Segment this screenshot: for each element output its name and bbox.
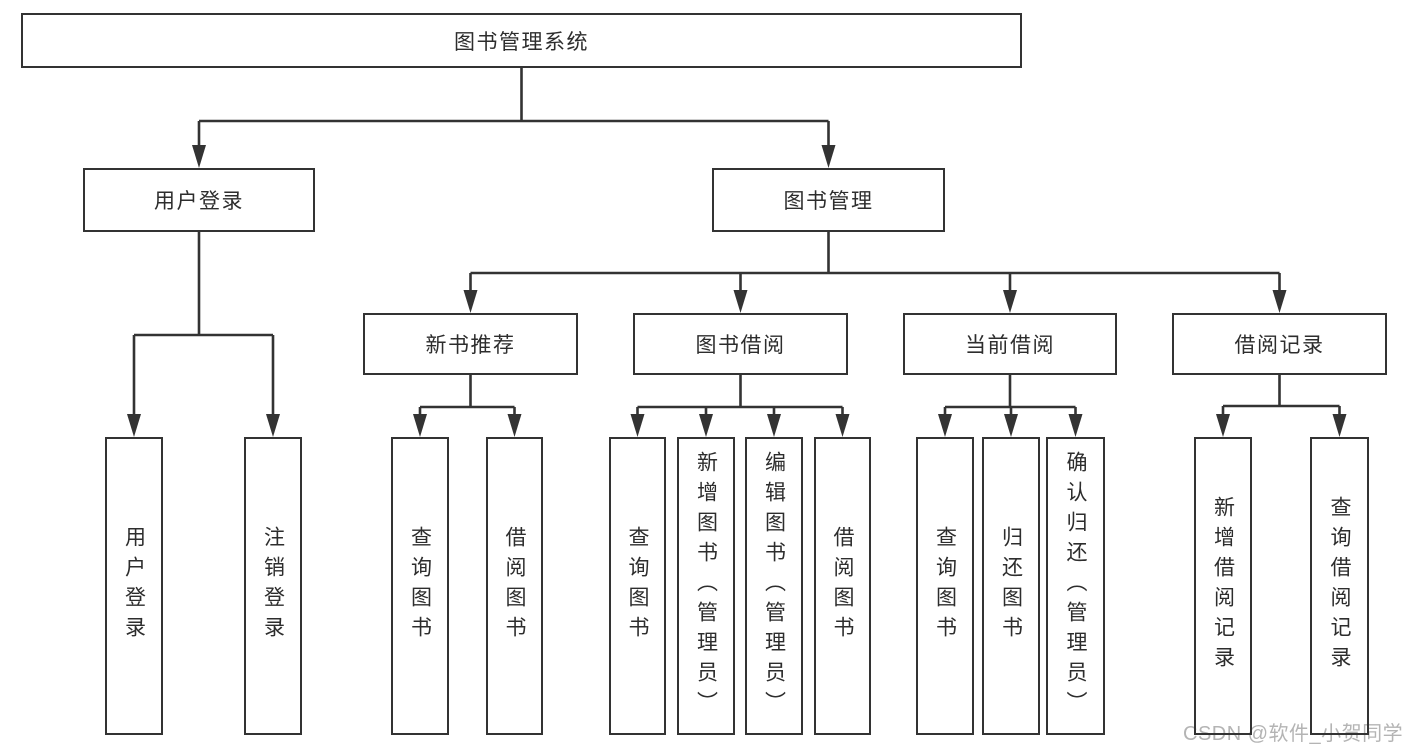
arrowhead-icon xyxy=(127,414,141,437)
leaf-query-books-borrowing: 查询图书 xyxy=(609,437,666,735)
arrowhead-icon xyxy=(1003,290,1017,313)
leaf-confirm-return-admin: 确认归还（管理员） xyxy=(1046,437,1105,735)
leaf-add-borrow-record-label: 新增借阅记录 xyxy=(1211,496,1235,676)
leaf-confirm-return-admin-label: 确认归还（管理员） xyxy=(1064,451,1087,721)
leaf-borrow-books: 借阅图书 xyxy=(814,437,871,735)
leaf-add-borrow-record: 新增借阅记录 xyxy=(1194,437,1252,735)
leaf-query-books-recommend: 查询图书 xyxy=(391,437,449,735)
node-book-borrowing: 图书借阅 xyxy=(633,313,848,375)
arrowhead-icon xyxy=(266,414,280,437)
arrowhead-icon xyxy=(699,414,713,437)
leaf-logout: 注销登录 xyxy=(244,437,302,735)
arrowhead-icon xyxy=(821,145,836,168)
connector-path xyxy=(132,68,1341,432)
leaf-logout-label: 注销登录 xyxy=(261,526,285,646)
leaf-query-books-current-label: 查询图书 xyxy=(933,526,957,646)
leaf-user-login-label: 用户登录 xyxy=(122,526,146,646)
arrowhead-icon xyxy=(413,414,427,437)
leaf-borrow-books-label: 借阅图书 xyxy=(831,526,854,646)
node-root: 图书管理系统 xyxy=(21,13,1022,68)
node-book-management-label: 图书管理 xyxy=(783,190,874,213)
node-user-login: 用户登录 xyxy=(83,168,315,232)
arrowhead-icon xyxy=(463,290,478,313)
leaf-return-books-label: 归还图书 xyxy=(999,526,1023,646)
arrowhead-icon xyxy=(767,414,781,437)
leaf-borrow-books-recommend-label: 借阅图书 xyxy=(503,526,526,646)
leaf-query-books-borrowing-label: 查询图书 xyxy=(626,526,649,646)
arrowhead-icon xyxy=(1272,290,1287,313)
node-borrowing-records: 借阅记录 xyxy=(1172,313,1387,375)
arrowhead-icon xyxy=(192,145,206,168)
arrowhead-icon xyxy=(938,414,952,437)
leaf-edit-books-admin-label: 编辑图书（管理员） xyxy=(762,451,786,721)
leaf-add-books-admin: 新增图书（管理员） xyxy=(677,437,735,735)
node-root-label: 图书管理系统 xyxy=(454,30,589,54)
arrowhead-icon xyxy=(1332,414,1347,437)
csdn-watermark: CSDN @软件_小贺同学 xyxy=(1183,723,1404,745)
arrowhead-icon xyxy=(1068,414,1083,437)
leaf-query-borrow-record-label: 查询借阅记录 xyxy=(1328,496,1351,676)
leaf-add-books-admin-label: 新增图书（管理员） xyxy=(694,451,718,721)
node-book-borrowing-label: 图书借阅 xyxy=(695,334,786,357)
node-book-management: 图书管理 xyxy=(712,168,945,232)
node-current-borrowing-label: 当前借阅 xyxy=(965,334,1055,357)
node-user-login-label: 用户登录 xyxy=(154,190,244,213)
node-borrowing-records-label: 借阅记录 xyxy=(1234,334,1325,357)
arrowhead-icon xyxy=(507,414,522,437)
node-new-book-recommend-label: 新书推荐 xyxy=(425,334,516,357)
arrowhead-icon xyxy=(630,414,645,437)
node-current-borrowing: 当前借阅 xyxy=(903,313,1117,375)
leaf-query-borrow-record: 查询借阅记录 xyxy=(1310,437,1369,735)
leaf-return-books: 归还图书 xyxy=(982,437,1040,735)
arrowhead-icon xyxy=(1216,414,1230,437)
leaf-edit-books-admin: 编辑图书（管理员） xyxy=(745,437,803,735)
arrowhead-icon xyxy=(835,414,850,437)
node-new-book-recommend: 新书推荐 xyxy=(363,313,578,375)
leaf-query-books-recommend-label: 查询图书 xyxy=(408,526,432,646)
arrowhead-icon xyxy=(733,290,748,313)
leaf-borrow-books-recommend: 借阅图书 xyxy=(486,437,543,735)
arrowhead-icon xyxy=(1004,414,1018,437)
leaf-query-books-current: 查询图书 xyxy=(916,437,974,735)
leaf-user-login: 用户登录 xyxy=(105,437,163,735)
